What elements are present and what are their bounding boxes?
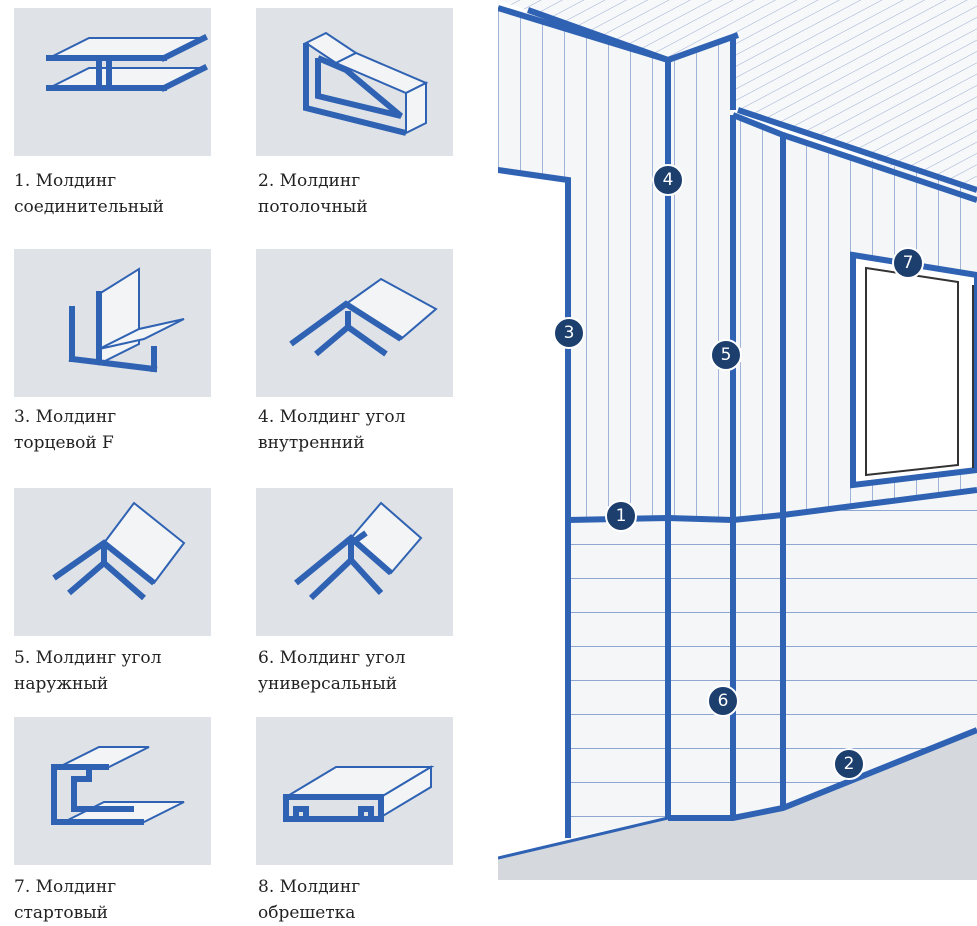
left-wall-lower [568,518,668,838]
connecting-molding-icon [46,33,209,93]
molding-subtitle: обрешетка [258,903,356,923]
svg-text:6: 6 [718,691,729,711]
molding-caption-1: 1. Молдинг соединительный [14,168,244,220]
molding-caption-6: 6. Молдинг угол универсальный [258,645,488,697]
floor-edge [498,816,669,860]
marker-4: 4 [652,164,684,196]
svg-text:4: 4 [663,170,674,190]
svg-text:7: 7 [903,253,914,273]
molding-title: 8. Молдинг [258,877,361,897]
marker-7: 7 [892,247,924,279]
molding-title: 7. Молдинг [14,877,117,897]
end-f-molding-icon [68,267,185,373]
molding-caption-4: 4. Молдинг угол внутренний [258,404,488,456]
marker-5: 5 [710,339,742,371]
right-wall-lower [783,490,977,808]
molding-title: 3. Молдинг [14,407,117,427]
lathing-molding-icon [282,765,435,822]
marker-3: 3 [553,317,585,349]
molding-tile-6 [256,488,453,636]
inner-corner-molding-icon [289,277,438,357]
molding-caption-2: 2. Молдинг потолочный [258,168,488,220]
marker-6: 6 [707,685,739,717]
molding-title: 5. Молдинг угол [14,648,162,668]
molding-tile-1 [14,8,211,156]
molding-tile-7 [14,717,211,865]
marker-2: 2 [833,748,865,780]
ceiling-molding-icon [303,31,429,136]
molding-subtitle: наружный [14,674,109,694]
svg-text:1: 1 [616,506,627,526]
starter-molding-icon [51,746,185,825]
molding-tile-3 [14,249,211,397]
molding-tile-4 [256,249,453,397]
outer-corner-molding-icon [52,501,186,601]
molding-title: 4. Молдинг угол [258,407,406,427]
column-upper [668,35,733,520]
molding-subtitle: внутренний [258,433,365,453]
room-installation-illustration: 1 2 3 4 5 6 7 [498,0,977,880]
molding-subtitle: стартовый [14,903,109,923]
molding-caption-7: 7. Молдинг стартовый [14,874,244,926]
column-side-lower [733,515,783,818]
molding-title: 1. Молдинг [14,171,117,191]
left-wall-edge [498,170,568,858]
molding-title: 6. Молдинг угол [258,648,406,668]
left-wall-upper [498,8,668,520]
svg-text:3: 3 [564,323,575,343]
svg-text:2: 2 [844,754,855,774]
universal-corner-molding-icon [294,501,423,601]
molding-subtitle: универсальный [258,674,398,694]
molding-subtitle: торцевой F [14,433,114,453]
molding-tile-8 [256,717,453,865]
molding-caption-5: 5. Молдинг угол наружный [14,645,244,697]
column-lower [668,518,733,818]
molding-title: 2. Молдинг [258,171,361,191]
molding-subtitle: соединительный [14,197,164,217]
molding-tile-2 [256,8,453,156]
column-side-upper [733,115,783,520]
window-pane [865,266,959,477]
svg-text:5: 5 [721,345,732,365]
marker-1: 1 [605,500,637,532]
molding-subtitle: потолочный [258,197,368,217]
molding-tile-5 [14,488,211,636]
molding-caption-3: 3. Молдинг торцевой F [14,404,244,456]
floor [498,730,977,880]
molding-caption-8: 8. Молдинг обрешетка [258,874,488,926]
